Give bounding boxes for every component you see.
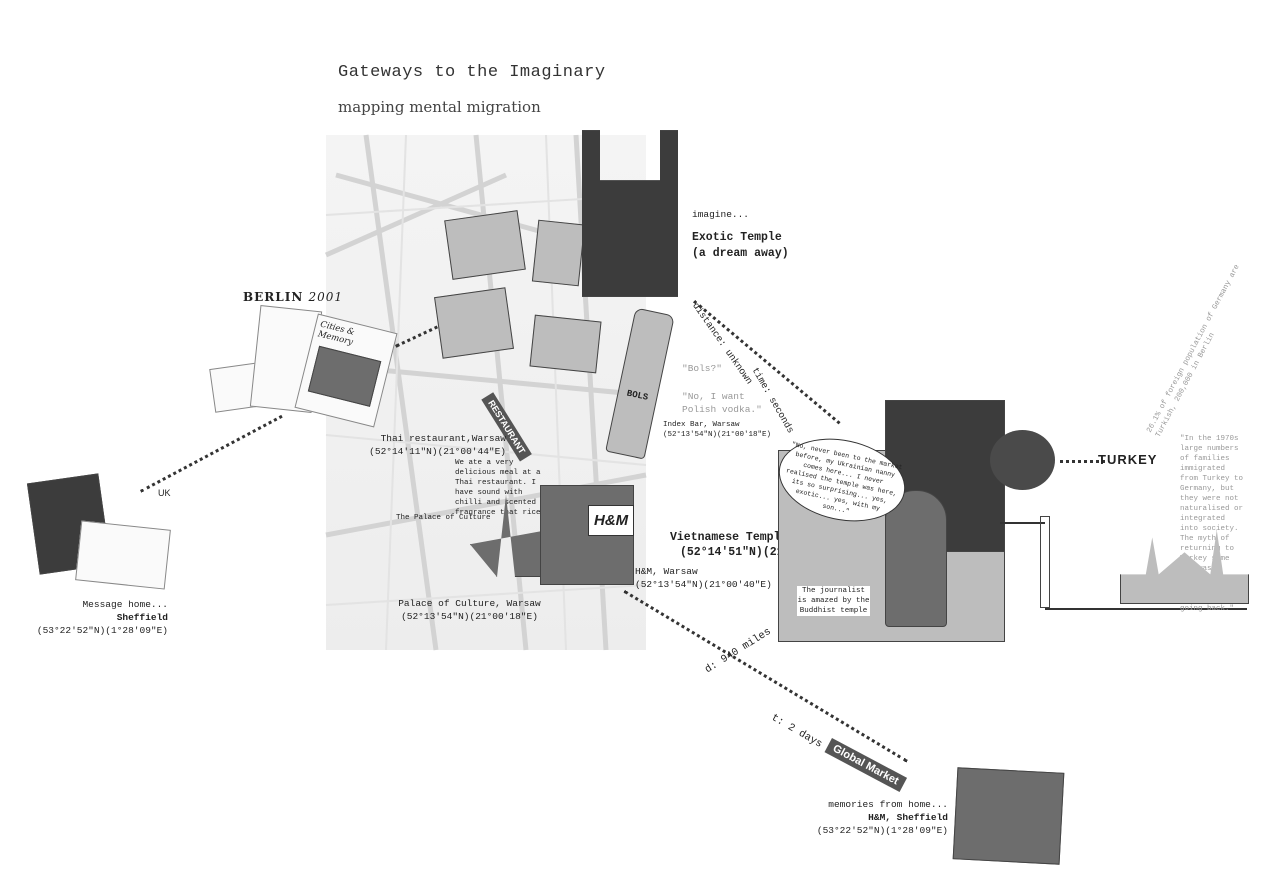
warsaw-building-4 xyxy=(529,314,602,374)
palace-name: Palace of Culture, Warsaw xyxy=(398,598,541,609)
sheffield-label: Message home... Sheffield (53°22′52″N)(1… xyxy=(20,598,168,637)
base-line xyxy=(1045,608,1247,610)
uk-tag: UK xyxy=(158,488,171,498)
sheffield-line2: Sheffield xyxy=(116,612,168,623)
palace-label: Palace of Culture, Warsaw (52°13′54″N)(2… xyxy=(392,597,547,623)
sheffield-coords: (53°22′52″N)(1°28′09″E) xyxy=(36,625,168,636)
thai-label: Thai restaurant,Warsaw (52°14′11″N)(21°0… xyxy=(338,432,506,458)
warsaw-building-3 xyxy=(434,287,514,359)
berlin-year: 2001 xyxy=(308,290,344,304)
exotic-temple-intro: imagine... xyxy=(692,209,750,220)
globe-icon xyxy=(990,430,1055,490)
turkey-statistic: 26.1% of foreign population of Germany a… xyxy=(1145,263,1242,439)
exotic-temple-line1: Exotic Temple xyxy=(692,231,782,244)
berlin-label: BERLIN 2001 xyxy=(243,290,343,304)
route2-distance: d: 940 miles xyxy=(703,625,774,677)
hm-sheffield-photo xyxy=(952,767,1065,865)
hm-logo: H&M xyxy=(588,505,635,536)
global-market-tag: Global Market xyxy=(824,738,907,792)
bols-place: Index Bar, Warsaw xyxy=(663,421,740,429)
palace-coords: (52°13′54″N)(21°00′18″E) xyxy=(401,611,538,622)
connector-bracket xyxy=(1040,516,1050,608)
hm-sheffield-label: memories from home... H&M, Sheffield (53… xyxy=(800,798,948,837)
bols-coords: (52°13′54″N)(21°00′18″E) xyxy=(663,431,772,439)
connector-line xyxy=(1000,522,1045,524)
route-to-turkey xyxy=(1060,460,1105,463)
postcard-home xyxy=(75,520,171,590)
journalist-caption: The journalist is amazed by the Buddhist… xyxy=(797,586,870,616)
hm-sheffield-line2: H&M, Sheffield xyxy=(868,812,948,823)
route2-time: t: 2 days xyxy=(769,712,825,751)
bols-quote2: "No, I want Polish vodka." xyxy=(682,391,762,415)
hm-sheffield-line1: memories from home... xyxy=(828,799,948,810)
exotic-temple-line2: (a dream away) xyxy=(692,247,789,260)
page-title: Gateways to the Imaginary xyxy=(338,63,606,82)
warsaw-building-1 xyxy=(444,210,526,280)
route-sheffield-berlin xyxy=(140,414,283,493)
journalist-photo xyxy=(885,490,947,627)
hm-warsaw-coords: (52°13′54″N)(21°00′40″E) xyxy=(635,579,772,590)
hm-warsaw-name: H&M, Warsaw xyxy=(635,566,698,577)
thai-name: Thai restaurant,Warsaw xyxy=(380,433,506,444)
palace-tag: The Palace of Culture xyxy=(396,514,491,522)
thai-coords: (52°14′11″N)(21°00′44″E) xyxy=(369,446,506,457)
bols-brand: BOLS xyxy=(625,388,650,403)
hm-warsaw-label: H&M, Warsaw (52°13′54″N)(21°00′40″E) xyxy=(635,565,772,591)
sheffield-line1: Message home... xyxy=(82,599,168,610)
thai-note: We ate a very delicious meal at a Thai r… xyxy=(455,459,546,517)
turkey-label: TURKEY xyxy=(1098,452,1158,467)
bols-label: Index Bar, Warsaw (52°13′54″N)(21°00′18″… xyxy=(663,420,771,440)
warsaw-building-2 xyxy=(531,219,586,287)
bols-quote1: "Bols?" xyxy=(682,363,722,374)
page-subtitle: mapping mental migration xyxy=(338,98,541,116)
hm-sheffield-coords: (53°22′52″N)(1°28′09″E) xyxy=(816,825,948,836)
turkey-quote: "In the 1970s large numbers of families … xyxy=(1180,435,1244,613)
exotic-temple-label: Exotic Temple (a dream away) xyxy=(692,230,789,262)
berlin-word: BERLIN xyxy=(243,290,304,304)
